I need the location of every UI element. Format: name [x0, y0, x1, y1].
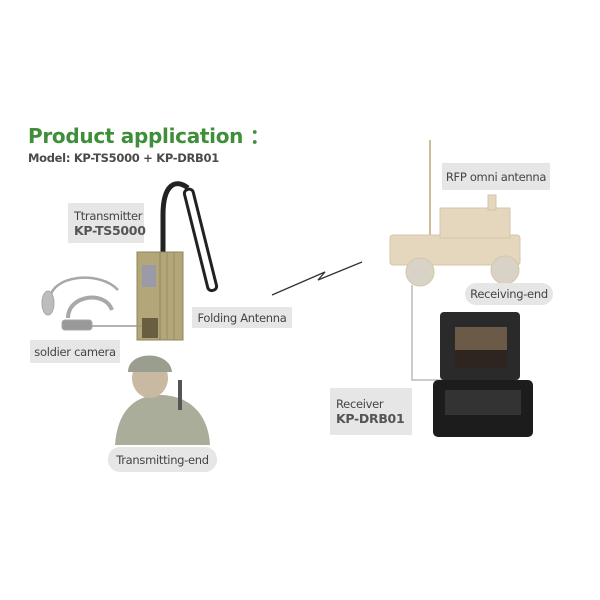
vehicle-image: [389, 140, 521, 287]
folding-antenna: [182, 187, 219, 293]
soldier-image: [115, 355, 210, 445]
receiving-end-label: Receiving-end: [465, 283, 553, 305]
receiver-case: [433, 312, 533, 437]
folding-antenna-cable: [160, 181, 190, 252]
transmitter-label: Ttransmitter KP-TS5000: [68, 203, 146, 243]
model-subtitle: Model: KP-TS5000 + KP-DRB01: [28, 151, 219, 165]
receiver-label-line1: Receiver: [336, 397, 384, 411]
soldier-camera-headset: [41, 276, 119, 331]
transmitter-model: KP-TS5000: [74, 222, 146, 238]
transmitter-label-line1: Ttransmitter: [74, 208, 143, 223]
soldier-camera-label: soldier camera: [30, 340, 120, 363]
transmitter-device: [136, 251, 184, 341]
wireless-signal-icon: [271, 261, 363, 296]
rfp-antenna-label: RFP omni antenna: [442, 163, 550, 190]
transmitting-end-label: Transmitting-end: [108, 447, 217, 472]
receiver-model: KP-DRB01: [336, 411, 405, 426]
folding-antenna-label: Folding Antenna: [192, 307, 292, 328]
receiver-label: Receiver KP-DRB01: [330, 388, 412, 435]
page-title: Product application ：: [28, 124, 270, 148]
